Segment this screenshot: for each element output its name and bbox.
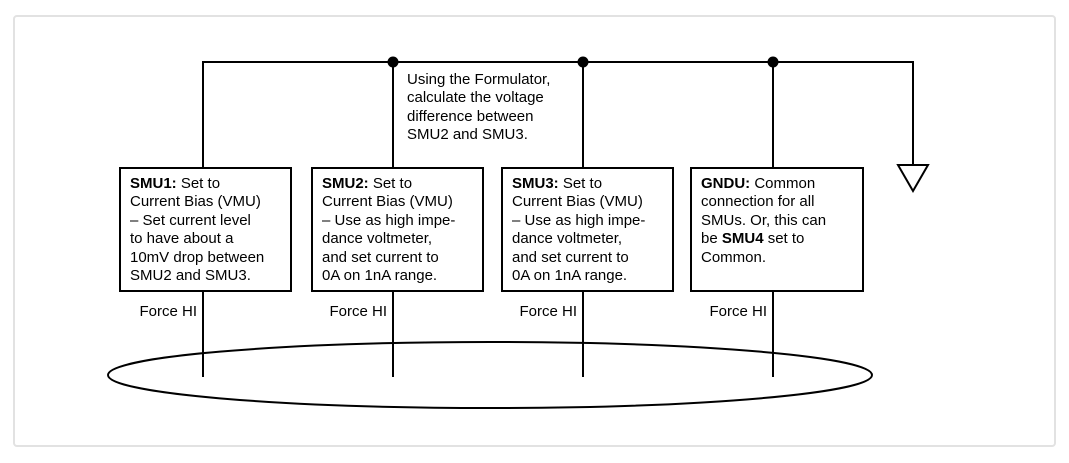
smu2-line: – Use as high impe-: [322, 211, 456, 229]
smu3-line: – Use as high impe-: [512, 211, 646, 229]
smu3-line: Current Bias (VMU): [512, 193, 643, 211]
smu2-title: SMU2:: [322, 175, 369, 192]
annotation-line: calculate the voltage: [407, 89, 544, 107]
gndu-box: GNDU: Common connection for all SMUs. Or…: [690, 167, 864, 292]
smu3-line: dance voltmeter,: [512, 230, 623, 248]
gndu-line: connection for all: [701, 193, 815, 211]
ground-arrow-icon: [896, 164, 930, 194]
smu2-line: SMU2: Set to: [322, 175, 413, 192]
gndu-line: be SMU4 set to: [701, 230, 805, 248]
smu1-box: SMU1: Set to Current Bias (VMU) – Set cu…: [119, 167, 292, 292]
smu3-line: and set current to: [512, 248, 629, 266]
gndu-title: GNDU:: [701, 175, 751, 192]
smu1-line: to have about a: [130, 230, 234, 248]
smu2-line: Current Bias (VMU): [322, 193, 453, 211]
force-hi-label-smu1: Force HI: [139, 303, 197, 320]
junction-dot-smu3: [577, 56, 589, 68]
smu2-line: dance voltmeter,: [322, 230, 433, 248]
annotation-line: SMU2 and SMU3.: [407, 126, 528, 144]
smu1-title: SMU1:: [130, 175, 177, 192]
gndu-line: Common.: [701, 248, 767, 266]
junction-dot-gndu: [767, 56, 779, 68]
smu2-line: 0A on 1nA range.: [322, 267, 438, 285]
smu1-line: SMU1: Set to: [130, 175, 221, 192]
annotation-line: difference between: [407, 107, 534, 125]
smu1-line: SMU2 and SMU3.: [130, 267, 251, 285]
force-hi-label-smu3: Force HI: [519, 303, 577, 320]
smu1-line: – Set current level: [130, 211, 251, 229]
gndu-line: SMUs. Or, this can: [701, 211, 827, 229]
smu2-box: SMU2: Set to Current Bias (VMU) – Use as…: [311, 167, 484, 292]
smu1-line: 10mV drop between: [130, 248, 265, 266]
smu1-line: Current Bias (VMU): [130, 193, 261, 211]
junction-dot-smu2: [387, 56, 399, 68]
formulator-annotation: Using the Formulator, calculate the volt…: [407, 71, 550, 145]
smu3-line: SMU3: Set to: [512, 175, 603, 192]
gndu-line: GNDU: Common: [701, 175, 816, 192]
smu2-line: and set current to: [322, 248, 439, 266]
annotation-line: Using the Formulator,: [407, 71, 551, 88]
smu3-title: SMU3:: [512, 175, 559, 192]
gndu-smu4-bold: SMU4: [721, 230, 764, 248]
force-hi-label-gndu: Force HI: [709, 303, 767, 320]
force-hi-label-smu2: Force HI: [329, 303, 387, 320]
smu3-box: SMU3: Set to Current Bias (VMU) – Use as…: [501, 167, 674, 292]
device-ellipse: [107, 341, 873, 409]
smu3-line: 0A on 1nA range.: [512, 267, 628, 285]
